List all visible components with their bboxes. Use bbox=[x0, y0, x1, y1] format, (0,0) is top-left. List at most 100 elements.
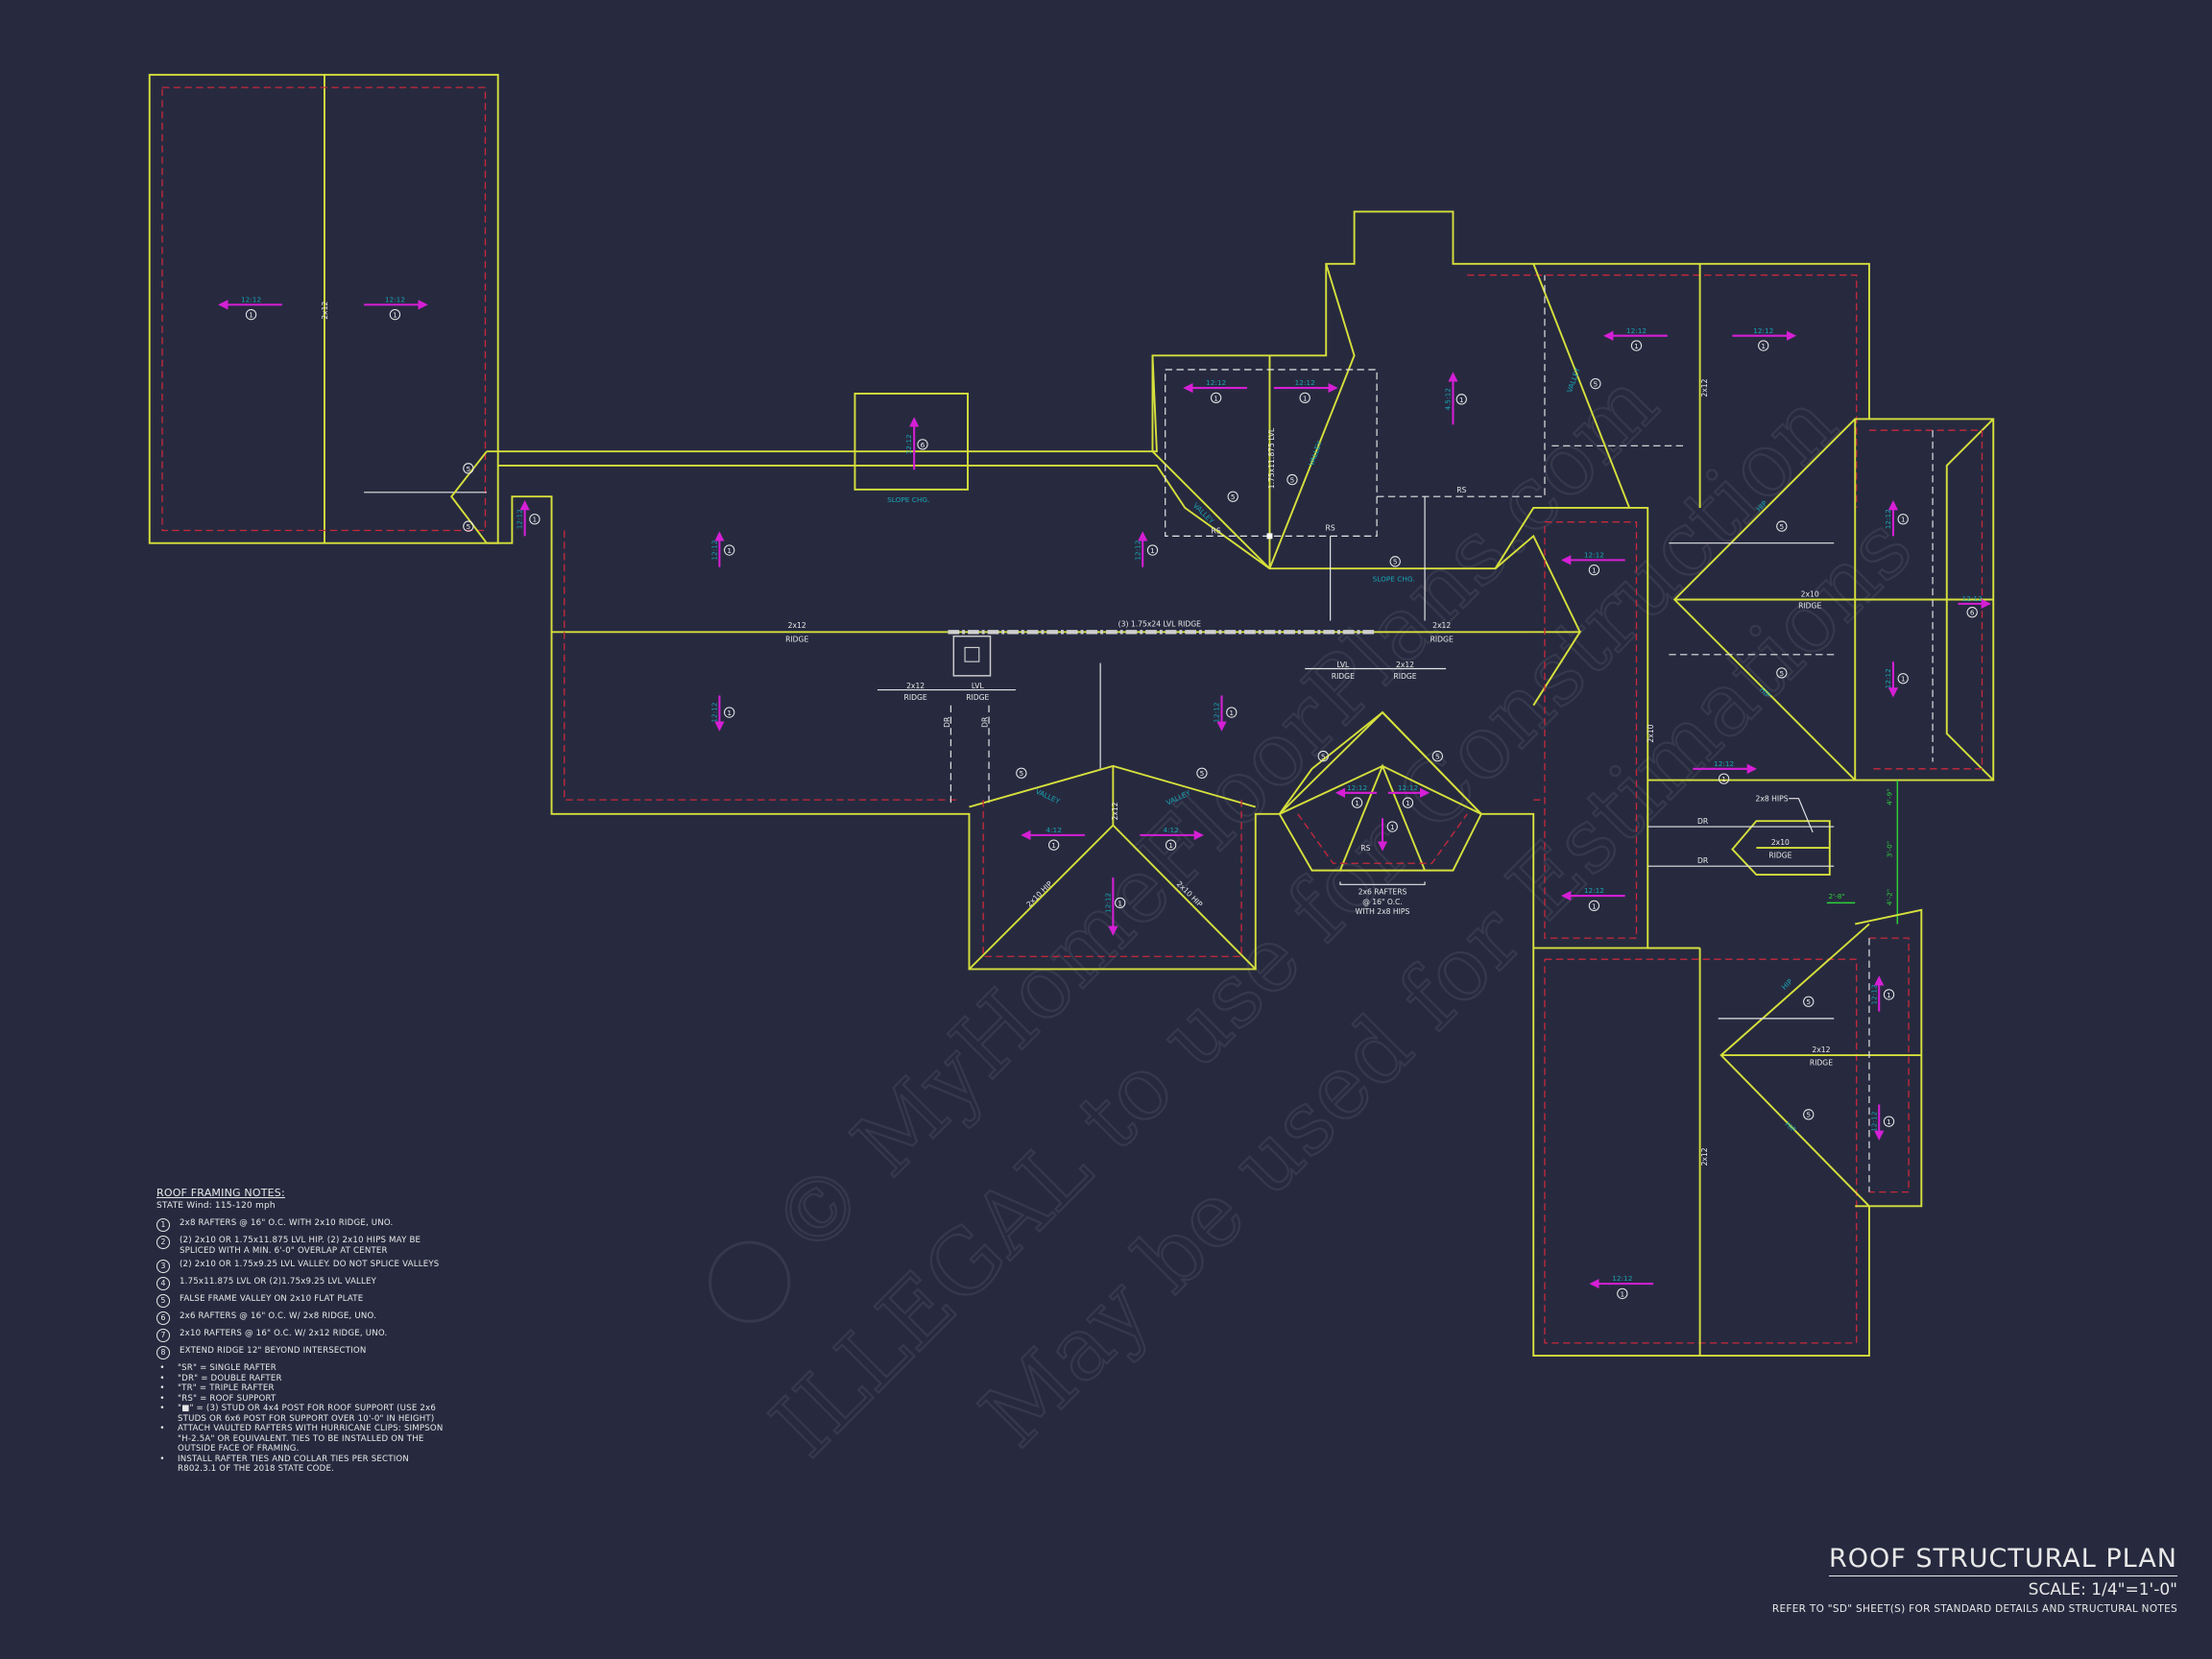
svg-text:RIDGE: RIDGE bbox=[1798, 601, 1821, 610]
note-number: 4 bbox=[156, 1277, 170, 1290]
main-ridge: (3) 1.75x24 LVL RIDGE 2x12 RIDGE 2x12 RI… bbox=[785, 619, 1454, 805]
svg-text:1: 1 bbox=[1150, 546, 1155, 555]
svg-text:RS: RS bbox=[1456, 486, 1466, 494]
note-bullet: •INSTALL RAFTER TIES AND COLLAR TIES PER… bbox=[156, 1455, 445, 1475]
svg-text:@ 16" O.C.: @ 16" O.C. bbox=[1362, 898, 1403, 906]
svg-text:2x10: 2x10 bbox=[1647, 724, 1655, 742]
sheet-scale: SCALE: 1/4"=1'-0" bbox=[2028, 1580, 2177, 1599]
svg-text:RIDGE: RIDGE bbox=[904, 693, 927, 702]
svg-text:4.5:12: 4.5:12 bbox=[1444, 388, 1453, 410]
svg-text:2x12: 2x12 bbox=[1396, 661, 1414, 669]
note-text: 2x10 RAFTERS @ 16" O.C. W/ 2x12 RIDGE, U… bbox=[180, 1329, 388, 1338]
note-item: 3(2) 2x10 OR 1.75x9.25 LVL VALLEY. DO NO… bbox=[156, 1260, 445, 1273]
svg-text:HIP: HIP bbox=[1780, 976, 1794, 991]
note-bullet: •ATTACH VAULTED RAFTERS WITH HURRICANE C… bbox=[156, 1424, 445, 1455]
note-text: "TR" = TRIPLE RAFTER bbox=[178, 1383, 275, 1393]
svg-text:12:12: 12:12 bbox=[241, 295, 261, 303]
svg-text:5: 5 bbox=[1435, 753, 1440, 761]
note-item: 2(2) 2x10 OR 1.75x11.875 LVL HIP. (2) 2x… bbox=[156, 1236, 445, 1256]
note-text: INSTALL RAFTER TIES AND COLLAR TIES PER … bbox=[178, 1454, 410, 1475]
svg-text:LVL: LVL bbox=[972, 682, 985, 690]
svg-text:1: 1 bbox=[1901, 516, 1906, 524]
svg-text:1: 1 bbox=[1887, 1118, 1891, 1126]
svg-text:3'-0": 3'-0" bbox=[1885, 841, 1893, 857]
svg-text:12:12: 12:12 bbox=[904, 434, 913, 454]
note-text: 2x8 RAFTERS @ 16" O.C. WITH 2x10 RIDGE, … bbox=[180, 1218, 394, 1228]
svg-text:12:12: 12:12 bbox=[385, 295, 405, 303]
svg-text:2x12: 2x12 bbox=[788, 621, 806, 630]
svg-text:RS: RS bbox=[1360, 844, 1370, 853]
svg-text:1: 1 bbox=[1229, 709, 1234, 717]
svg-text:5: 5 bbox=[1806, 1111, 1811, 1119]
note-text: 2x6 RAFTERS @ 16" O.C. W/ 2x8 RIDGE, UNO… bbox=[180, 1311, 377, 1321]
svg-text:4:12: 4:12 bbox=[1046, 826, 1061, 834]
svg-text:12:12: 12:12 bbox=[1612, 1274, 1632, 1283]
svg-text:4'-9": 4'-9" bbox=[1885, 789, 1893, 805]
svg-text:1: 1 bbox=[393, 311, 397, 320]
svg-text:SLOPE CHG.: SLOPE CHG. bbox=[1373, 574, 1415, 583]
svg-text:1: 1 bbox=[1406, 799, 1410, 807]
svg-text:ILLEGAL to use for Constructio: ILLEGAL to use for Construction bbox=[753, 373, 1857, 1477]
lower-right-wing-roof: 2x12 RIDGE HIP HIP bbox=[1718, 908, 1923, 1208]
note-text: (2) 2x10 OR 1.75x11.875 LVL HIP. (2) 2x1… bbox=[180, 1236, 421, 1256]
svg-text:1: 1 bbox=[1592, 566, 1597, 575]
svg-text:5: 5 bbox=[1321, 753, 1326, 761]
svg-text:12:12: 12:12 bbox=[1869, 984, 1878, 1004]
svg-text:12:12: 12:12 bbox=[1584, 550, 1604, 559]
svg-text:RIDGE: RIDGE bbox=[1810, 1058, 1833, 1067]
svg-text:2x12: 2x12 bbox=[906, 682, 925, 690]
svg-text:2x12: 2x12 bbox=[1700, 378, 1709, 397]
svg-text:12:12: 12:12 bbox=[1626, 326, 1647, 335]
note-number: 6 bbox=[156, 1311, 170, 1325]
svg-text:1: 1 bbox=[1303, 394, 1308, 402]
svg-text:1: 1 bbox=[1634, 342, 1639, 350]
svg-text:1: 1 bbox=[1761, 342, 1766, 350]
svg-text:5: 5 bbox=[467, 522, 471, 531]
svg-text:5: 5 bbox=[1780, 522, 1785, 531]
note-text: "■" = (3) STUD OR 4x4 POST FOR ROOF SUPP… bbox=[178, 1404, 437, 1424]
svg-text:1: 1 bbox=[1355, 799, 1359, 807]
svg-text:RIDGE: RIDGE bbox=[785, 636, 808, 644]
bullet-icon: • bbox=[159, 1404, 165, 1413]
title-block: ROOF STRUCTURAL PLAN SCALE: 1/4"=1'-0" R… bbox=[1772, 1544, 2177, 1615]
svg-text:1: 1 bbox=[1721, 775, 1726, 783]
svg-text:1: 1 bbox=[1214, 394, 1218, 402]
svg-text:4'-2": 4'-2" bbox=[1885, 889, 1893, 905]
svg-text:12:12: 12:12 bbox=[1103, 893, 1112, 913]
svg-text:1.75x11.875 LVL: 1.75x11.875 LVL bbox=[1267, 427, 1276, 489]
svg-text:2x12: 2x12 bbox=[1432, 621, 1451, 630]
svg-text:RIDGE: RIDGE bbox=[1768, 851, 1791, 859]
svg-text:12:12: 12:12 bbox=[1884, 668, 1892, 688]
note-text: (2) 2x10 OR 1.75x9.25 LVL VALLEY. DO NOT… bbox=[180, 1260, 440, 1269]
note-text: ATTACH VAULTED RAFTERS WITH HURRICANE CL… bbox=[178, 1424, 444, 1454]
note-item: 6 2x6 RAFTERS @ 16" O.C. W/ 2x8 RIDGE, UN… bbox=[156, 1311, 445, 1325]
svg-text:2x12: 2x12 bbox=[1700, 1147, 1709, 1166]
svg-text:1: 1 bbox=[727, 546, 732, 555]
bullet-icon: • bbox=[159, 1383, 165, 1393]
roof-framing-notes: ROOF FRAMING NOTES: STATE Wind: 115-120 … bbox=[156, 1188, 445, 1475]
note-text: "RS" = ROOF SUPPORT bbox=[178, 1393, 276, 1404]
right-wing-roof: 2x10 RIDGE HIP HIP bbox=[1647, 418, 1995, 781]
note-number: 5 bbox=[156, 1294, 170, 1308]
svg-text:5: 5 bbox=[1231, 493, 1236, 501]
svg-text:1: 1 bbox=[1887, 991, 1891, 999]
svg-text:2'-8": 2'-8" bbox=[1828, 892, 1844, 901]
svg-text:RS: RS bbox=[1212, 526, 1221, 535]
svg-text:1: 1 bbox=[1118, 899, 1122, 907]
svg-text:DR: DR bbox=[1697, 856, 1709, 865]
svg-text:2x10: 2x10 bbox=[1771, 838, 1790, 847]
svg-text:1: 1 bbox=[1390, 823, 1395, 831]
svg-text:1: 1 bbox=[1459, 396, 1464, 404]
svg-text:5: 5 bbox=[467, 465, 471, 473]
svg-text:RIDGE: RIDGE bbox=[1431, 636, 1454, 644]
bullet-icon: • bbox=[159, 1373, 165, 1383]
svg-text:2x6 RAFTERS: 2x6 RAFTERS bbox=[1358, 888, 1407, 897]
svg-text:SLOPE CHG.: SLOPE CHG. bbox=[887, 495, 929, 504]
svg-text:12:12: 12:12 bbox=[516, 509, 524, 529]
note-bullet: •"RS" = ROOF SUPPORT bbox=[156, 1394, 445, 1405]
bullet-icon: • bbox=[159, 1363, 165, 1373]
note-text: FALSE FRAME VALLEY ON 2x10 FLAT PLATE bbox=[180, 1294, 364, 1304]
svg-text:5: 5 bbox=[1020, 769, 1024, 778]
